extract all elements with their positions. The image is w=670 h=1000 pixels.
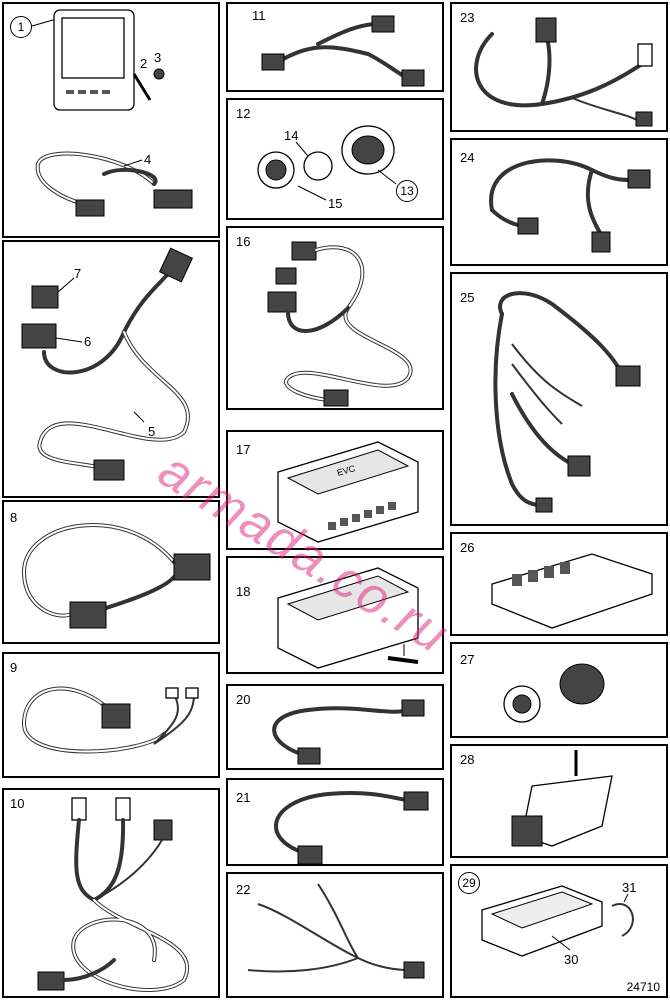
panel-11: 11 [226,2,444,92]
ecu-18-drawing [277,567,419,669]
harness-8-drawing [21,523,211,629]
panel-27: 27 [450,642,668,738]
label-22: 22 [236,882,251,897]
harness-22-drawing [247,883,425,979]
label-18: 18 [236,584,251,599]
harness-11-drawing [261,15,425,87]
label-5: 5 [148,424,156,439]
harness-10-drawing [37,797,189,992]
ecu-17-drawing: EVC [277,441,419,543]
harness-23-drawing [474,17,653,127]
harness-21-drawing [274,791,429,865]
harness-24-drawing [489,158,651,253]
label-1: 1 [10,16,32,38]
harness-9-drawing [21,686,199,754]
label-26: 26 [460,540,475,555]
panel-26: 26 [450,532,668,636]
label-13: 13 [396,180,418,202]
label-25: 25 [460,290,475,305]
label-6: 6 [84,334,92,349]
label-9: 9 [10,660,18,675]
label-16: 16 [236,234,251,249]
label-2: 2 [140,56,148,71]
harness-20-drawing [272,699,425,765]
panel-28: 28 [450,744,668,858]
label-20: 20 [236,692,251,707]
ecu-26-drawing [491,553,653,629]
sensor-28-drawing [511,750,613,847]
panel-24: 24 [450,138,668,266]
label-15: 15 [328,196,343,211]
panel-22: 22 [226,872,444,998]
figure-id: 24710 [626,980,660,994]
panel-29: 29 31 30 [450,864,668,998]
panel-17: 17 EVC [226,430,444,550]
panel-18: 18 19 [226,556,444,674]
panel-16: 16 [226,226,444,410]
harness-5-drawing [21,247,194,481]
label-31: 31 [622,880,637,895]
label-14: 14 [284,128,299,143]
label-27: 27 [460,652,475,667]
module-29-drawing [481,885,634,957]
label-21: 21 [236,790,251,805]
label-7: 7 [74,266,82,281]
label-29: 29 [458,872,480,894]
label-10: 10 [10,796,25,811]
harness-25-drawing [493,291,641,513]
label-23: 23 [460,10,475,25]
label-4: 4 [144,152,152,167]
socket-12-drawing [257,125,397,201]
panel-25: 25 [450,272,668,526]
panel-9: 9 [2,652,220,778]
panel-20: 20 [226,684,444,770]
panel-10: 10 [2,788,220,998]
label-17: 17 [236,442,251,457]
label-30: 30 [564,952,579,967]
label-8: 8 [10,510,18,525]
panel-1: 1 2 3 4 [2,2,220,238]
panel-23: 23 [450,2,668,132]
label-11: 11 [252,8,266,23]
label-12: 12 [236,106,251,121]
panel-21: 21 [226,778,444,866]
panel-8: 8 [2,500,220,644]
panel-5: 7 6 5 [2,240,220,498]
harness-16-drawing [267,241,413,407]
label-24: 24 [460,150,475,165]
socket-27-drawing [503,663,605,723]
panel-12: 12 14 13 15 [226,98,444,220]
display-unit-drawing [31,9,193,217]
label-3: 3 [154,50,162,65]
label-28: 28 [460,752,475,767]
